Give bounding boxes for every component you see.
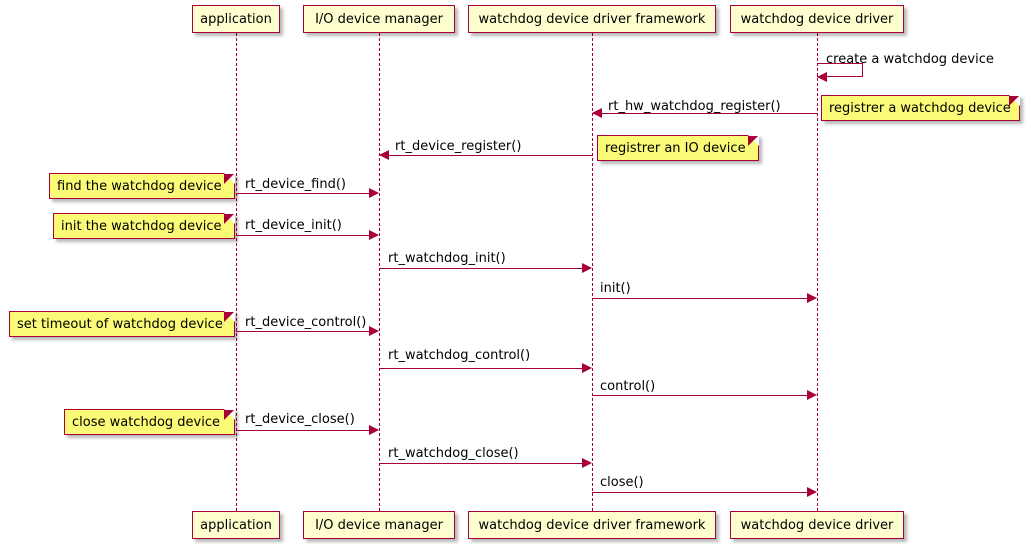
arrow-head-control [807, 390, 817, 400]
message-label-create-a-watchdog-device: create a watchdog device [826, 52, 994, 67]
arrow-head-rt-device-find [369, 188, 379, 198]
note-label: close watchdog device [72, 414, 220, 430]
message-line-control [592, 395, 807, 396]
message-line-rt-device-find [236, 193, 369, 194]
note-set-timeout-of-watchdog-device: set timeout of watchdog device [9, 311, 235, 337]
participant-label: watchdog device driver framework [478, 11, 706, 27]
self-message-create-a-watchdog-device [817, 63, 863, 77]
message-line-rt-device-init [236, 235, 369, 236]
arrow-head-rt-device-init [369, 230, 379, 240]
message-label-rt-watchdog-control: rt_watchdog_control() [388, 348, 531, 363]
note-registrer-an-io-device: registrer an IO device [597, 135, 759, 161]
message-label-rt-device-close: rt_device_close() [245, 412, 355, 427]
participant-label: watchdog device driver framework [478, 517, 706, 533]
participant-footer-application[interactable]: application [192, 511, 280, 539]
message-label-rt-watchdog-close: rt_watchdog_close() [388, 446, 519, 461]
participant-label: watchdog device driver [740, 517, 894, 533]
message-line-rt-watchdog-init [379, 268, 582, 269]
note-label: registrer a watchdog device [829, 100, 1011, 116]
participant-footer-io-device-manager[interactable]: I/O device manager [303, 511, 455, 539]
participant-label: application [200, 517, 272, 533]
message-label-close: close() [600, 475, 644, 490]
message-label-init: init() [600, 281, 631, 296]
message-label-rt-hw-watchdog-register: rt_hw_watchdog_register() [608, 99, 781, 114]
participant-footer-watchdog-framework[interactable]: watchdog device driver framework [468, 511, 716, 539]
participant-header-watchdog-driver[interactable]: watchdog device driver [730, 5, 904, 33]
note-fold-corner-icon [224, 410, 234, 420]
arrow-head-rt-device-register [379, 150, 389, 160]
arrow-head-rt-hw-watchdog-register [592, 108, 602, 118]
participant-header-watchdog-framework[interactable]: watchdog device driver framework [468, 5, 716, 33]
message-label-rt-device-init: rt_device_init() [245, 218, 342, 233]
arrow-head-close [807, 487, 817, 497]
note-label: registrer an IO device [605, 140, 746, 156]
note-fold-corner-icon [1009, 96, 1019, 106]
note-fold-corner-icon [224, 214, 234, 224]
participant-label: I/O device manager [315, 11, 443, 27]
message-line-init [592, 298, 807, 299]
arrow-head-rt-watchdog-close [582, 458, 592, 468]
message-label-rt-watchdog-init: rt_watchdog_init() [388, 251, 506, 266]
participant-footer-watchdog-driver[interactable]: watchdog device driver [730, 511, 904, 539]
arrow-head-rt-watchdog-control [582, 363, 592, 373]
participant-header-io-device-manager[interactable]: I/O device manager [303, 5, 455, 33]
lifeline-watchdog-framework [592, 33, 593, 511]
lifeline-application [236, 33, 237, 511]
participant-header-application[interactable]: application [192, 5, 280, 33]
lifeline-io-device-manager [379, 33, 380, 511]
message-line-close [592, 492, 807, 493]
participant-label: I/O device manager [315, 517, 443, 533]
note-label: find the watchdog device [57, 178, 222, 194]
note-find-the-watchdog-device: find the watchdog device [49, 173, 235, 199]
message-line-rt-watchdog-control [379, 368, 582, 369]
note-fold-corner-icon [748, 136, 758, 146]
message-line-rt-watchdog-close [379, 463, 582, 464]
arrow-head-rt-device-close [369, 425, 379, 435]
note-fold-corner-icon [224, 174, 234, 184]
note-registrer-a-watchdog-device: registrer a watchdog device [821, 95, 1020, 121]
participant-label: application [200, 11, 272, 27]
note-label: set timeout of watchdog device [17, 316, 223, 332]
message-line-rt-device-control [236, 331, 369, 332]
message-line-rt-device-close [236, 430, 369, 431]
message-label-rt-device-find: rt_device_find() [245, 177, 346, 192]
arrow-head-rt-watchdog-init [582, 263, 592, 273]
arrow-head-init [807, 293, 817, 303]
message-label-rt-device-register: rt_device_register() [395, 139, 522, 154]
message-label-rt-device-control: rt_device_control() [245, 315, 367, 330]
note-close-watchdog-device: close watchdog device [64, 409, 235, 435]
message-line-rt-hw-watchdog-register [592, 113, 817, 114]
arrow-head-create-a-watchdog-device [817, 72, 827, 82]
participant-label: watchdog device driver [740, 11, 894, 27]
note-init-the-watchdog-device: init the watchdog device [53, 213, 235, 239]
arrow-head-rt-device-control [369, 326, 379, 336]
message-line-rt-device-register [379, 155, 592, 156]
lifeline-watchdog-driver [817, 33, 818, 511]
note-fold-corner-icon [224, 312, 234, 322]
message-label-control: control() [600, 379, 656, 394]
note-label: init the watchdog device [61, 218, 222, 234]
